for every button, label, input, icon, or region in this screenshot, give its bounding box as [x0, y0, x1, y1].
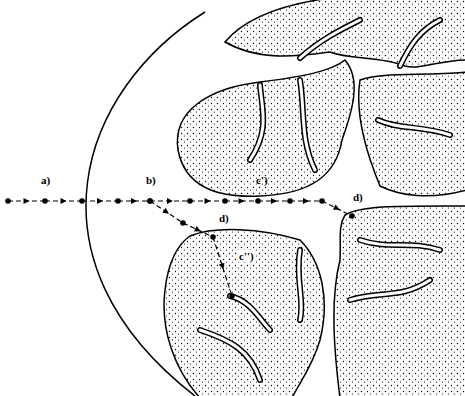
arrowhead [97, 198, 103, 204]
arrowhead [162, 208, 169, 214]
dashed-path [150, 201, 183, 223]
dashed-path [322, 201, 352, 216]
path-label: a) [40, 174, 51, 186]
folium [359, 72, 465, 196]
arrowhead [131, 198, 137, 204]
path-dot [210, 234, 216, 240]
path-dot [147, 198, 153, 204]
path-dot [319, 198, 325, 204]
path-dot [42, 198, 48, 204]
folium [225, 0, 465, 67]
folium [177, 60, 354, 196]
arrowhead [219, 263, 225, 270]
dashed-path [213, 237, 232, 296]
sulci [200, 20, 450, 380]
path-label: b) [145, 174, 157, 186]
arrowhead [194, 226, 201, 231]
arrowhead [61, 198, 67, 204]
path-dot [79, 198, 85, 204]
folium [334, 206, 465, 396]
path-dot [180, 220, 186, 226]
path-dot [255, 198, 261, 204]
path-dot [349, 213, 355, 219]
path-label: c'') [238, 250, 255, 262]
arrowhead [333, 204, 340, 209]
path-dot [229, 293, 235, 299]
path-dot [147, 198, 153, 204]
arrowhead [271, 198, 277, 204]
path-label: d) [218, 212, 230, 224]
arrowhead [205, 198, 211, 204]
path-dot [5, 198, 11, 204]
path-dot [187, 198, 193, 204]
arrowhead [167, 198, 173, 204]
arrowhead [303, 198, 309, 204]
path-label: d) [352, 191, 364, 203]
path-dot [222, 198, 228, 204]
arrowhead [239, 198, 245, 204]
dashed-path [183, 223, 213, 237]
arrowhead [24, 198, 30, 204]
path-dot [115, 198, 121, 204]
path-label: c') [255, 174, 269, 186]
folium [164, 230, 324, 396]
path-dot [287, 198, 293, 204]
